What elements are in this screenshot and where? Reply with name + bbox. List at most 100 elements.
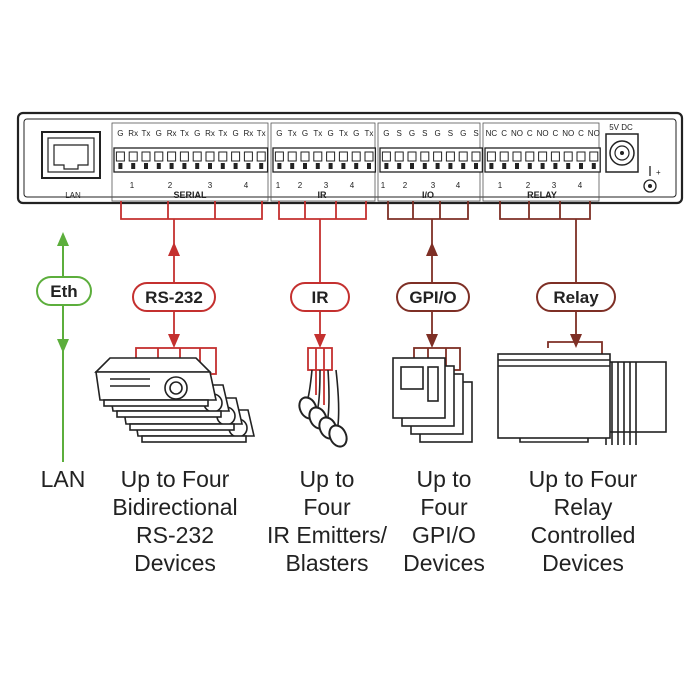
- ir-arrow-down: [314, 334, 326, 348]
- terminal-screw[interactable]: [433, 151, 443, 162]
- port-number: 4: [578, 181, 583, 190]
- terminal-screw[interactable]: [313, 151, 323, 162]
- pin-label: G: [353, 129, 359, 138]
- terminal-screw[interactable]: [300, 151, 310, 162]
- port-number: 3: [431, 181, 436, 190]
- port-number: 1: [498, 181, 503, 190]
- terminal-screw[interactable]: [589, 151, 599, 162]
- terminal-screw[interactable]: [115, 151, 125, 162]
- lan-label: LAN: [40, 466, 86, 492]
- port-number: 3: [552, 181, 557, 190]
- terminal-screw[interactable]: [394, 151, 404, 162]
- port-number: 2: [403, 181, 408, 190]
- eth-pill: Eth: [36, 276, 92, 306]
- pin-label: G: [409, 129, 415, 138]
- pin-label: Tx: [257, 129, 266, 138]
- terminal-screw[interactable]: [218, 151, 228, 162]
- port-number: 4: [350, 181, 355, 190]
- terminal-block[interactable]: [113, 147, 269, 173]
- terminal-screw[interactable]: [192, 151, 202, 162]
- terminal-screw[interactable]: [486, 151, 496, 162]
- terminal-pin: [566, 163, 571, 169]
- gpio-device-icon: [392, 357, 473, 443]
- projector-icon: [94, 357, 256, 443]
- terminal-pin: [118, 163, 123, 169]
- port-number: 2: [298, 181, 303, 190]
- terminal-pin: [220, 163, 225, 169]
- terminal-pin: [540, 163, 545, 169]
- terminal-screw[interactable]: [128, 151, 138, 162]
- terminal-screw[interactable]: [141, 151, 151, 162]
- terminal-screw[interactable]: [576, 151, 586, 162]
- rs232-arrow-down: [168, 334, 180, 348]
- pin-label: Tx: [339, 129, 348, 138]
- port-number: 2: [168, 181, 173, 190]
- pin-label: S: [448, 129, 453, 138]
- pin-label: Tx: [142, 129, 151, 138]
- terminal-pin: [397, 163, 402, 169]
- terminal-pin: [195, 163, 200, 169]
- terminal-screw[interactable]: [205, 151, 215, 162]
- terminal-pin: [277, 163, 282, 169]
- pin-label: Tx: [365, 129, 374, 138]
- terminal-screw[interactable]: [550, 151, 560, 162]
- gpio-arrow-down: [426, 334, 438, 348]
- terminal-screw[interactable]: [499, 151, 509, 162]
- lan-port[interactable]: [41, 131, 101, 179]
- pin-label: S: [473, 129, 478, 138]
- terminal-screw[interactable]: [407, 151, 417, 162]
- terminal-screw[interactable]: [445, 151, 455, 162]
- pin-label: G: [327, 129, 333, 138]
- pin-label: C: [578, 129, 584, 138]
- terminal-pin: [354, 163, 359, 169]
- terminal-screw[interactable]: [471, 151, 481, 162]
- terminal-screw[interactable]: [512, 151, 522, 162]
- terminal-screw[interactable]: [338, 151, 348, 162]
- terminal-pin: [169, 163, 174, 169]
- port-number: 1: [381, 181, 386, 190]
- pin-label: S: [397, 129, 402, 138]
- section-serial: SERIAL: [173, 190, 207, 200]
- terminal-pin: [367, 163, 371, 169]
- pin-label: G: [276, 129, 282, 138]
- pin-label: G: [434, 129, 440, 138]
- terminal-screw[interactable]: [256, 151, 266, 162]
- terminal-screw[interactable]: [326, 151, 336, 162]
- section-io: I/O: [422, 190, 434, 200]
- terminal-screw[interactable]: [525, 151, 535, 162]
- terminal-pin: [474, 163, 478, 169]
- terminal-screw[interactable]: [420, 151, 430, 162]
- pin-label: Rx: [128, 129, 138, 138]
- terminal-pin: [502, 163, 507, 169]
- terminal-screw[interactable]: [243, 151, 253, 162]
- svg-text:+: +: [656, 168, 661, 177]
- terminal-screw[interactable]: [458, 151, 468, 162]
- terminal-screw[interactable]: [351, 151, 361, 162]
- terminal-screw[interactable]: [154, 151, 164, 162]
- port-number: 1: [276, 181, 281, 190]
- pin-label: G: [156, 129, 162, 138]
- terminal-pin: [341, 163, 346, 169]
- terminal-screw[interactable]: [381, 151, 391, 162]
- terminal-screw[interactable]: [231, 151, 241, 162]
- terminal-screw[interactable]: [274, 151, 284, 162]
- terminal-pin: [489, 163, 494, 169]
- terminal-screw[interactable]: [179, 151, 189, 162]
- power-label: 5V DC: [609, 123, 633, 132]
- pin-label: C: [527, 129, 533, 138]
- terminal-screw[interactable]: [167, 151, 177, 162]
- power-connector[interactable]: [605, 133, 639, 173]
- terminal-screw[interactable]: [538, 151, 548, 162]
- section-ir: IR: [318, 190, 328, 200]
- terminal-screw[interactable]: [563, 151, 573, 162]
- relay-pill: Relay: [536, 282, 616, 312]
- pin-label: NC: [486, 129, 498, 138]
- terminal-screw[interactable]: [364, 151, 374, 162]
- terminal-pin: [233, 163, 238, 169]
- terminal-pin: [527, 163, 532, 169]
- terminal-screw[interactable]: [287, 151, 297, 162]
